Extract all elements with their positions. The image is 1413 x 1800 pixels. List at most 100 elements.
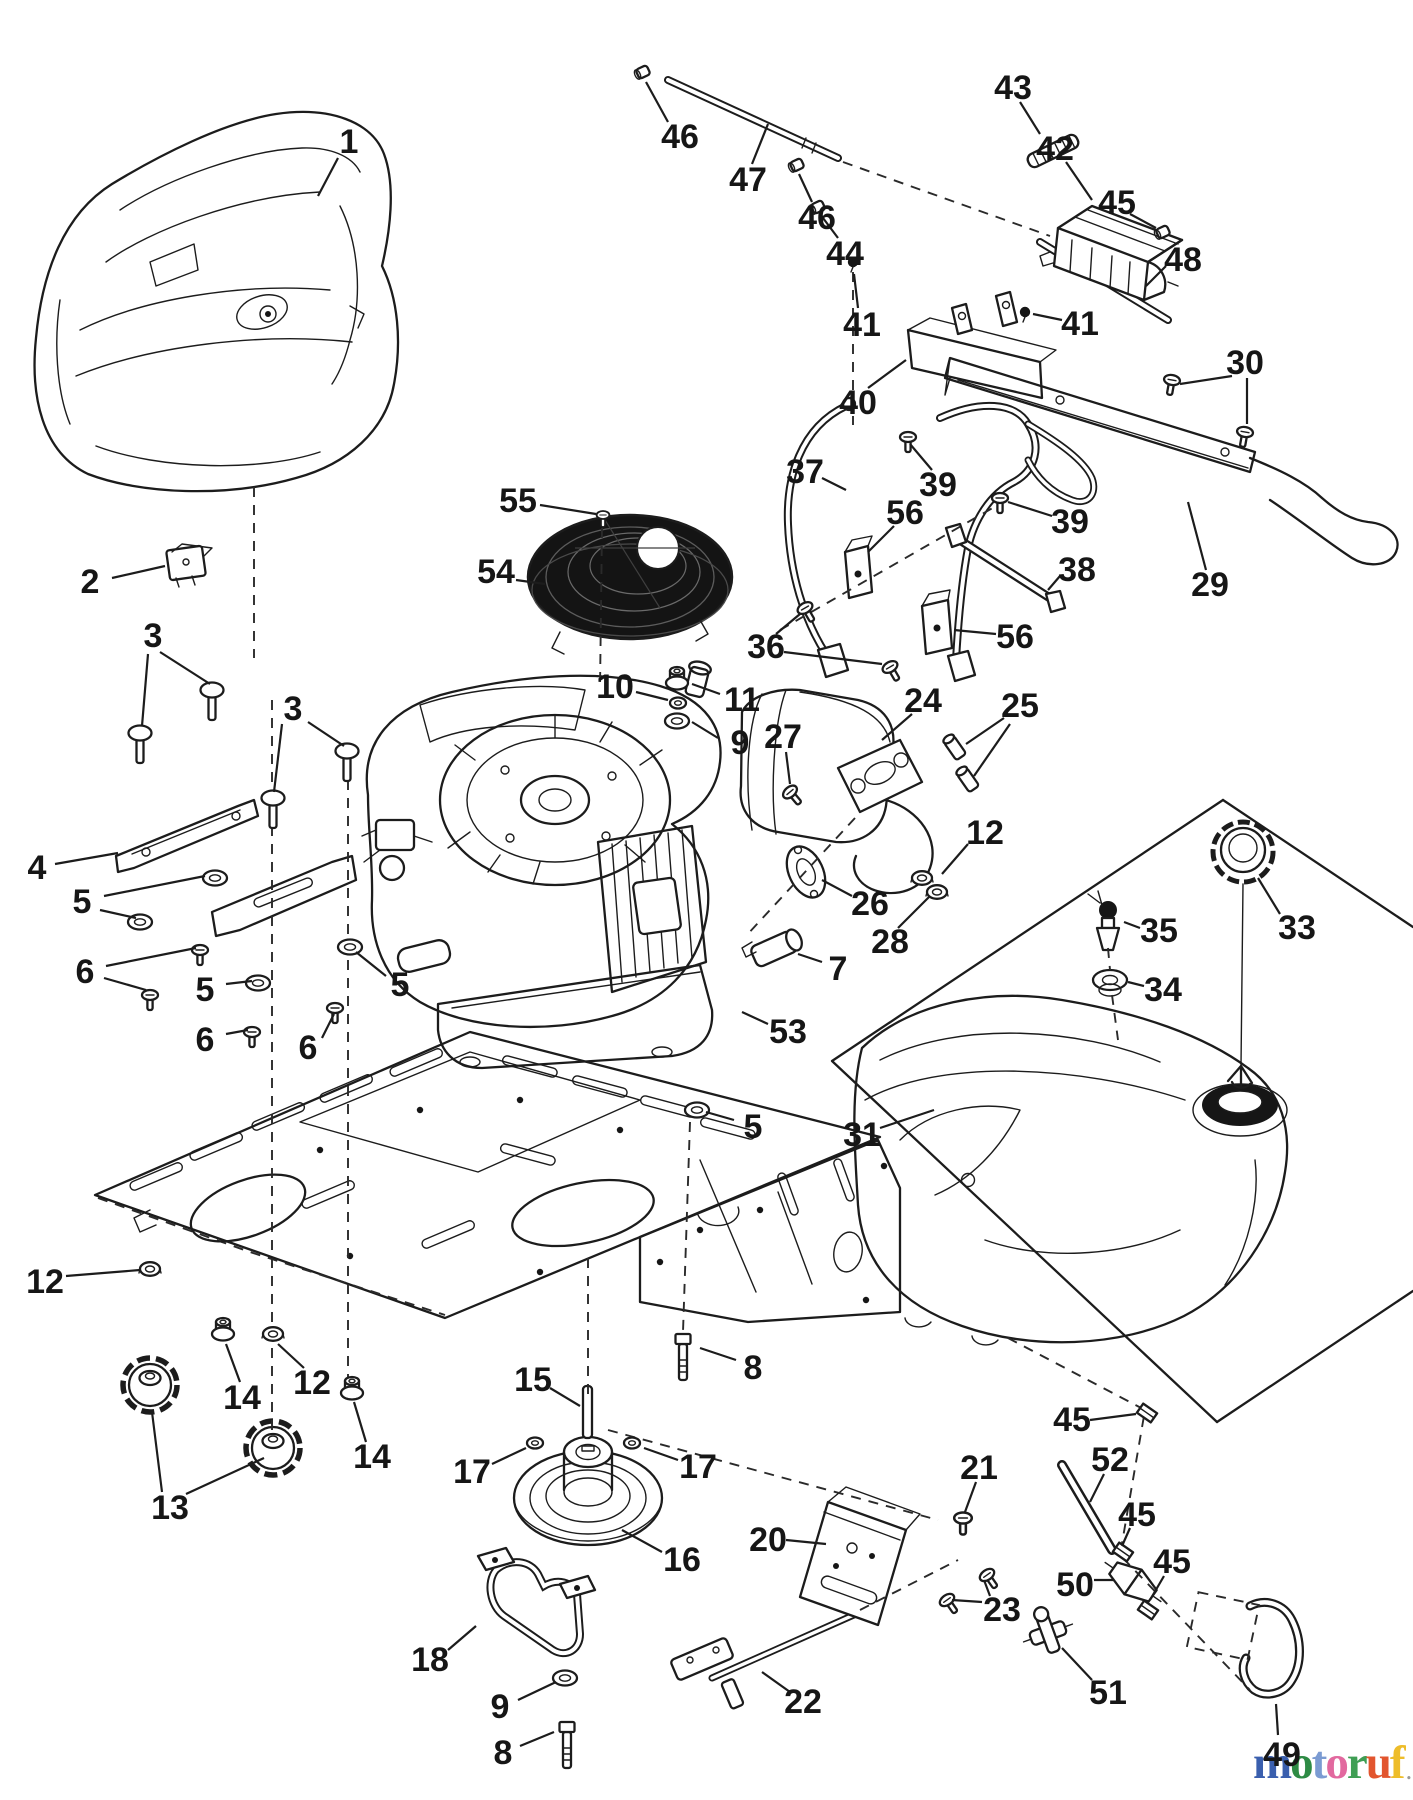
callout-3: 3 <box>284 690 303 728</box>
leader-line-7 <box>797 952 823 964</box>
leader-line-35 <box>1123 920 1141 930</box>
callout-8: 8 <box>744 1349 763 1387</box>
watermark-suffix: .de <box>1405 1755 1413 1785</box>
pulley-16-part <box>512 1435 664 1547</box>
leader-line-30 <box>1179 374 1233 386</box>
leader-line-9 <box>691 721 719 739</box>
leader-line-18 <box>447 1625 477 1651</box>
clip-bracket-56a-part <box>843 535 874 600</box>
clip-bracket-56b-part <box>920 589 954 656</box>
leader-line-38 <box>1047 575 1061 591</box>
mount-plate-part <box>210 854 358 938</box>
watermark-letter: r <box>1346 1737 1368 1789</box>
shutoff-valve-51-part <box>1022 1606 1074 1654</box>
engine-part <box>361 660 722 1029</box>
leader-line-27 <box>784 751 792 785</box>
callout-14: 14 <box>223 1379 261 1417</box>
leader-line-23 <box>951 1598 983 1604</box>
leader-line-40 <box>867 359 907 389</box>
callout-16: 16 <box>663 1541 701 1579</box>
callout-46: 46 <box>661 118 699 156</box>
callout-17: 17 <box>453 1453 491 1491</box>
fuel-tube-47-part <box>664 76 842 162</box>
leader-line-25 <box>965 717 1005 745</box>
leader-line-41 <box>1032 312 1063 322</box>
leader-line-39 <box>1007 500 1053 518</box>
leader-line-3 <box>272 723 284 793</box>
callout-47: 47 <box>729 161 767 199</box>
leader-line-16 <box>621 1529 663 1553</box>
seat-part <box>33 110 400 493</box>
leader-line-8 <box>519 1730 555 1748</box>
watermark-letter: t <box>1311 1737 1328 1789</box>
watermark-letter: m <box>1253 1737 1292 1789</box>
callout-29: 29 <box>1191 566 1229 604</box>
callout-6: 6 <box>299 1029 318 1067</box>
leader-line-51 <box>1061 1647 1093 1681</box>
callout-6: 6 <box>196 1021 215 1059</box>
callout-45: 45 <box>1153 1543 1191 1581</box>
leader-line-15 <box>549 1387 581 1407</box>
callout-37: 37 <box>786 453 824 491</box>
callout-10: 10 <box>596 668 634 706</box>
engine-base-53-part <box>436 963 714 1070</box>
leader-line-3 <box>307 721 345 747</box>
callout-45: 45 <box>1098 184 1136 222</box>
callout-27: 27 <box>764 718 802 756</box>
leader-line-45 <box>1120 1527 1132 1547</box>
leader-line-12 <box>65 1268 141 1278</box>
callout-40: 40 <box>839 384 877 422</box>
leader-line-54 <box>515 578 546 586</box>
canister-42-part <box>1039 204 1184 302</box>
callout-33: 33 <box>1278 909 1316 947</box>
leader-line-45 <box>1129 213 1157 229</box>
callout-5: 5 <box>391 966 410 1004</box>
callout-53: 53 <box>769 1013 807 1051</box>
callout-1: 1 <box>340 123 359 161</box>
watermark-letter: o <box>1290 1737 1313 1789</box>
knob-13-parts <box>123 1358 300 1475</box>
deflector-hoop-37-part <box>783 396 857 679</box>
dipstick-22-part <box>670 1605 875 1710</box>
callout-31: 31 <box>843 1116 881 1154</box>
muffler-part <box>739 688 934 895</box>
watermark-letter: f <box>1389 1737 1406 1789</box>
callout-44: 44 <box>826 235 864 273</box>
leader-line-53 <box>741 1011 769 1025</box>
callout-14: 14 <box>353 1438 391 1476</box>
leader-line-25 <box>973 723 1011 777</box>
leader-line-12 <box>277 1343 305 1369</box>
fan-screen-part <box>526 511 734 655</box>
callout-30: 30 <box>1226 344 1264 382</box>
callout-39: 39 <box>919 466 957 504</box>
callout-5: 5 <box>73 883 92 921</box>
callout-35: 35 <box>1140 912 1178 950</box>
vent-valve-35-part <box>1087 890 1121 952</box>
leader-line-13 <box>185 1457 265 1495</box>
callout-4: 4 <box>28 849 47 887</box>
leader-line-22 <box>761 1671 791 1693</box>
callout-24: 24 <box>904 682 942 720</box>
callout-41: 41 <box>843 306 881 344</box>
callout-6: 6 <box>76 953 95 991</box>
leader-line-11 <box>691 682 721 696</box>
leader-line-31 <box>879 1108 935 1130</box>
callout-38: 38 <box>1058 551 1096 589</box>
deflector-hoop-right-part <box>936 401 1098 683</box>
leader-line-56 <box>867 525 895 553</box>
leader-line-3 <box>140 653 150 727</box>
callout-51: 51 <box>1089 1674 1127 1712</box>
leader-line-14 <box>352 1401 368 1443</box>
leader-line-24 <box>881 713 913 741</box>
leader-line-44 <box>819 213 839 239</box>
leader-line-48 <box>1145 265 1167 287</box>
seat-switch-part <box>165 543 213 588</box>
leader-line-45 <box>1149 1575 1165 1601</box>
callout-49: 49 <box>1263 1736 1301 1774</box>
leader-line-8 <box>699 1346 737 1362</box>
callout-9: 9 <box>731 724 750 762</box>
fuel-hose-49-part <box>1238 1598 1304 1699</box>
